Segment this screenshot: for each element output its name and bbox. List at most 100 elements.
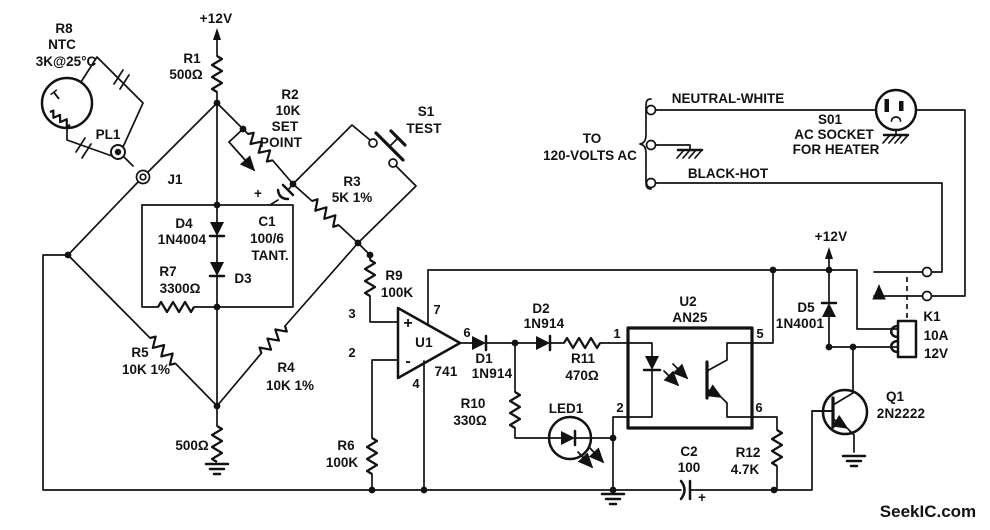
relay-k1 [872,266,933,359]
bus-right [689,410,834,491]
ground-icon [204,462,230,476]
label-ac1: TO [583,131,602,146]
label-u1p4: 4 [412,376,420,391]
label-u1: U1 [415,335,433,350]
label-s1c: TEST [406,121,442,136]
label-u1p2: 2 [348,345,355,360]
label-r10: R10 [461,396,486,411]
bridge-wires [42,102,682,491]
brace-icon [639,98,652,190]
ground-icon [841,454,867,468]
watermark: SeekIC.com [880,502,976,521]
potentiometer-r2 [228,128,294,185]
label-r3v: 5K 1% [332,190,373,205]
label-rb: 500Ω [175,438,209,453]
label-r9v: 100K [381,285,414,300]
diode-d3 [208,262,226,278]
label-r2c1: SET [272,119,299,134]
plug-pl1 [110,144,134,167]
ac-input [639,98,966,297]
label-q1v: 2N2222 [877,406,926,421]
label-ac2: 120-VOLTS AC [543,148,637,163]
label-r12v: 4.7K [731,462,760,477]
label-d5v: 1N4001 [776,316,825,331]
power-rail-right [825,247,833,271]
label-hot: BLACK-HOT [688,166,769,181]
led1-node-wires [600,416,629,506]
thermistor-t-label: T [48,87,64,104]
label-s01c: FOR HEATER [793,142,880,157]
resistor-500-bottom [204,425,230,476]
diode-d4 [208,222,226,238]
label-r8b: NTC [48,37,76,52]
label-pwr-left: +12V [200,11,233,26]
label-r2: R2 [281,87,298,102]
resistor-r12 [770,429,784,491]
u2-pin-wires [751,269,778,431]
label-k1a: 10A [924,328,949,343]
resistor-r4 [216,242,359,407]
label-neutral: NEUTRAL-WHITE [672,91,784,106]
label-k1b: 12V [924,346,948,361]
label-c1p: + [254,186,262,201]
label-r8: R8 [55,21,73,36]
label-r6: R6 [337,438,355,453]
label-r6v: 100K [326,455,359,470]
label-r9: R9 [385,268,402,283]
label-j1: J1 [167,172,183,187]
light-arrow-icon [663,370,680,387]
label-d5: D5 [797,300,815,315]
label-r12: R12 [736,445,761,460]
label-r11: R11 [571,351,596,366]
switch-s1 [292,124,417,244]
label-u2p1: 1 [613,326,620,341]
label-u2p2: 2 [616,400,623,415]
resistor-r11 [563,336,629,350]
label-d4v: 1N4004 [158,232,207,247]
label-c2v: 100 [678,460,701,475]
transistor-q1 [811,346,869,468]
light-arrow-icon [588,446,605,464]
diode-d5 [820,269,899,348]
label-r5: R5 [131,345,149,360]
label-u1p6: 6 [463,325,470,340]
label-r1v: 500Ω [169,67,203,82]
label-r3: R3 [343,174,361,189]
power-rail-12v [427,269,899,330]
label-u1p3: 3 [348,306,355,321]
label-c1: C1 [258,214,276,229]
label-r5v: 10K 1% [122,362,170,377]
label-s01b: AC SOCKET [794,127,874,142]
label-pwr-right: +12V [815,229,848,244]
resistor-r3 [292,183,359,244]
diode-d2 [536,334,565,352]
thermistor-r8: T [40,56,144,159]
label-r4: R4 [277,360,295,375]
light-arrow-icon [577,451,594,469]
label-r7v: 3300Ω [160,281,201,296]
label-d4: D4 [175,216,193,231]
label-r2c2: POINT [260,135,303,150]
opamp-u1 [396,269,473,491]
diode-d1 [472,334,537,352]
optocoupler-u2 [626,326,754,430]
label-r10v: 330Ω [453,413,487,428]
resistor-r1 [210,55,224,104]
capacitor-c1 [269,183,295,206]
resistor-r6 [365,359,399,491]
label-u2v: AN25 [672,310,708,325]
label-c1v: 100/6 [250,231,284,246]
label-pl1: PL1 [96,127,121,142]
label-d2v: 1N914 [524,316,565,331]
label-led1: LED1 [549,401,584,416]
led1 [547,415,614,469]
label-r7: R7 [159,264,176,279]
label-s01: S01 [818,112,843,127]
ground-pin-icon [890,116,902,122]
junction-dots [64,99,857,494]
power-rail-left [213,28,221,57]
label-u1p7: 7 [433,302,440,317]
label-r11v: 470Ω [565,368,599,383]
label-d1: D1 [475,351,493,366]
label-k1: K1 [923,309,941,324]
